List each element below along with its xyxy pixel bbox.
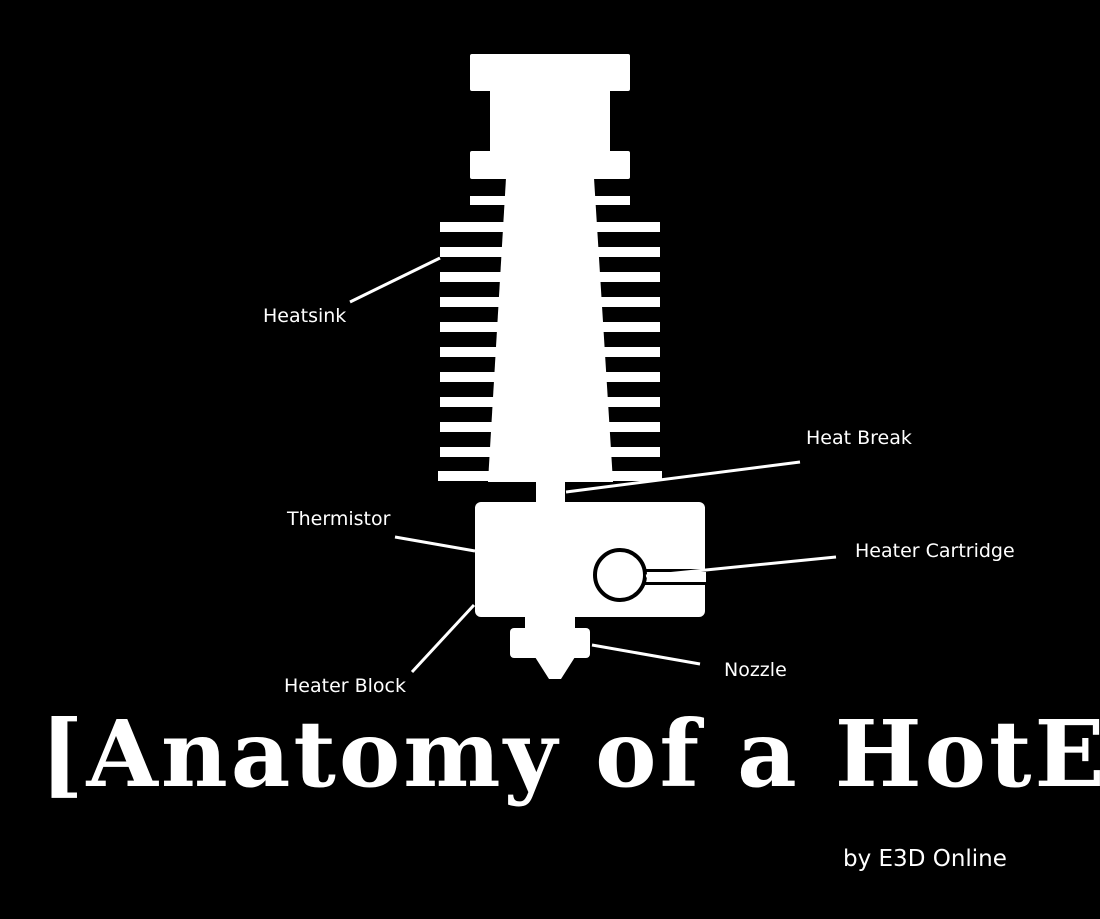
heatsink-fin	[440, 322, 520, 332]
heatsink-fin	[440, 447, 520, 457]
heater-block-shape	[475, 502, 706, 617]
leader-lines	[349, 256, 837, 674]
label-thermistor: Thermistor	[287, 508, 391, 530]
label-heat-break: Heat Break	[806, 427, 912, 449]
heatsink-fin	[440, 272, 520, 282]
heatsink-fin	[580, 397, 660, 407]
heatsink-fin	[440, 372, 520, 382]
label-nozzle: Nozzle	[724, 659, 787, 681]
heatsink-fin	[440, 297, 520, 307]
byline: by E3D Online	[843, 846, 1007, 872]
label-heater-block: Heater Block	[284, 675, 406, 697]
heatsink-fin	[440, 222, 520, 232]
heatsink-fin	[440, 422, 520, 432]
label-heatsink: Heatsink	[263, 305, 347, 327]
heatsink-fin	[580, 372, 660, 382]
heatsink-fin	[580, 447, 660, 457]
heatsink-fin	[440, 247, 520, 257]
heatsink-fin	[580, 297, 660, 307]
heatsink-fin	[580, 422, 660, 432]
heatsink-fin	[440, 397, 520, 407]
heatsink-fin	[580, 222, 660, 232]
heatsink-fin	[580, 322, 660, 332]
heatsink	[438, 54, 662, 482]
nozzle-shape	[510, 615, 590, 679]
heatsink-fin	[440, 347, 520, 357]
diagram-title: [Anatomy of a HotEnd]	[40, 700, 1100, 808]
heatsink-fin	[580, 247, 660, 257]
heatsink-fin	[580, 272, 660, 282]
label-heater-cartridge: Heater Cartridge	[855, 540, 1015, 562]
heatsink-fin	[580, 347, 660, 357]
heat-break-shape	[536, 480, 565, 504]
